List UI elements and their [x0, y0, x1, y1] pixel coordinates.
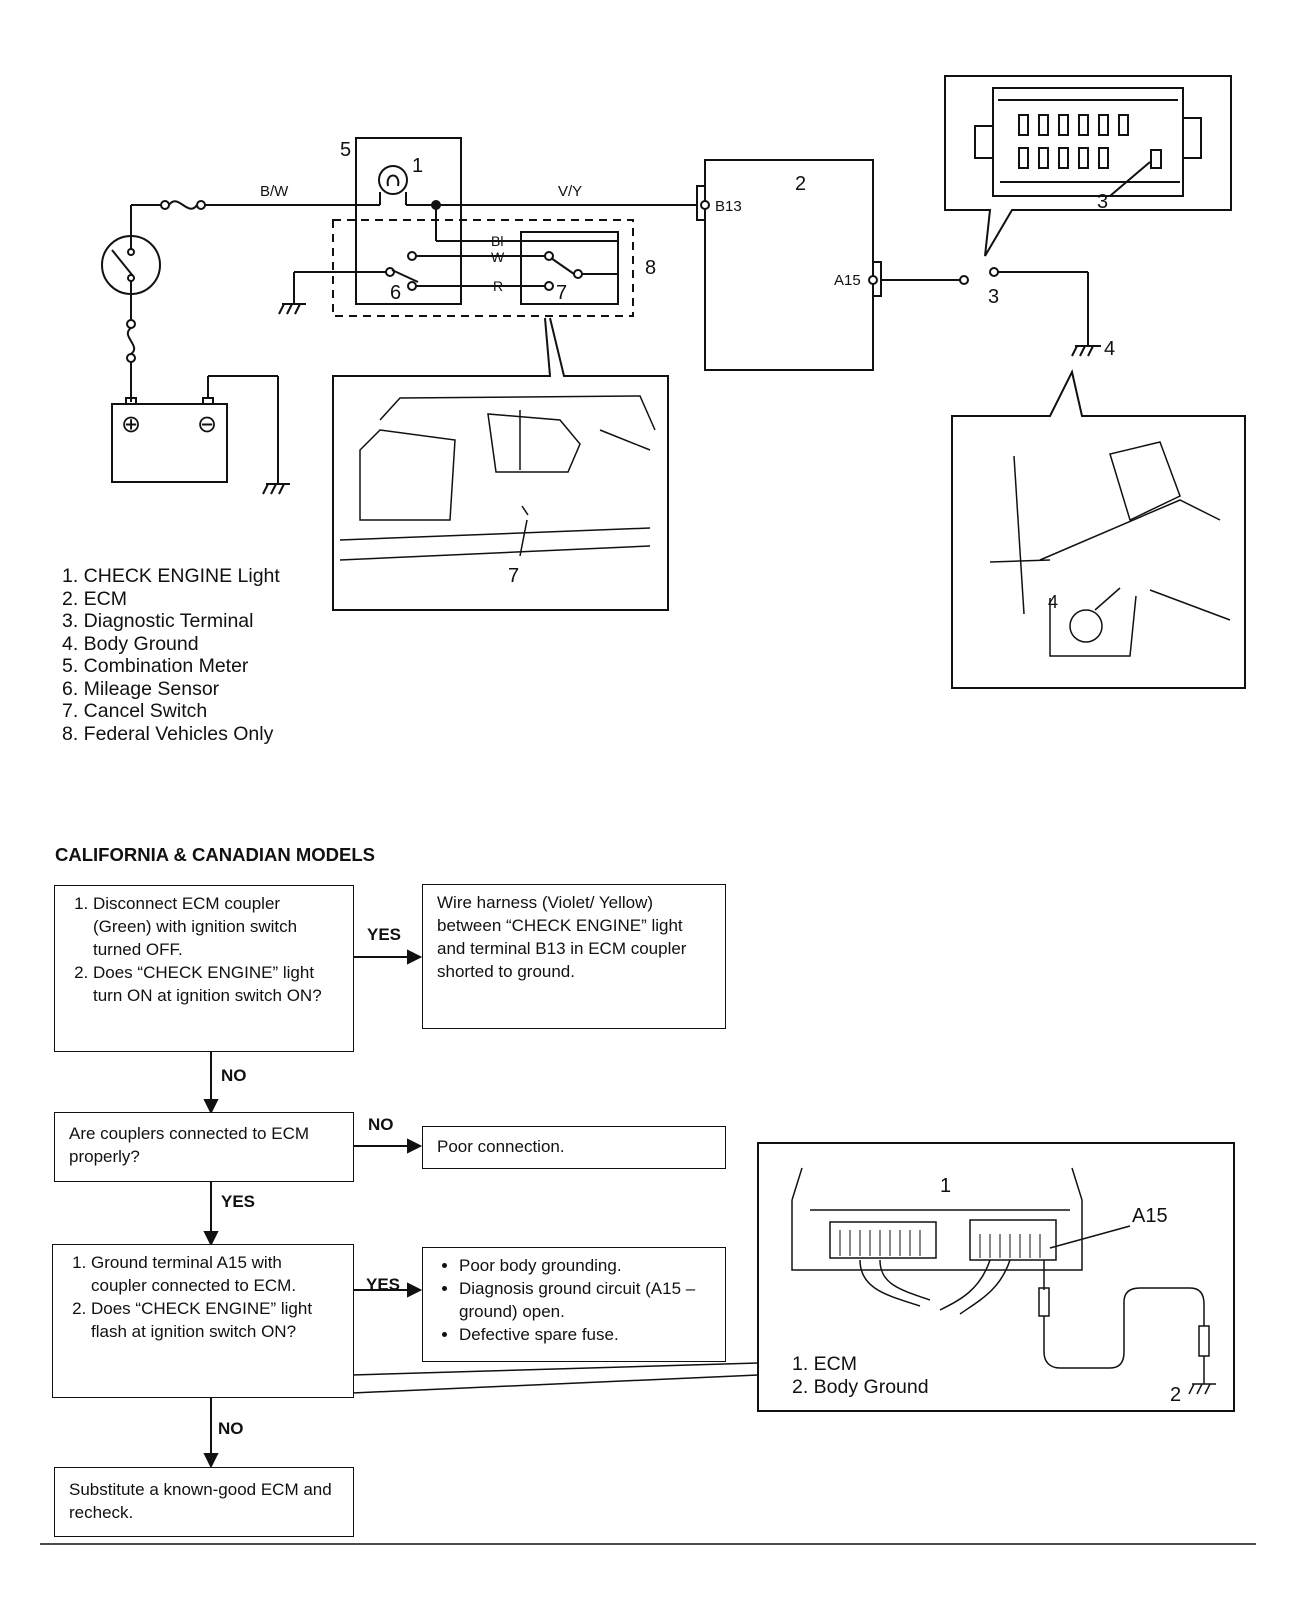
- federal-only-region: [332, 219, 634, 317]
- check-engine-light-icon: [378, 165, 408, 205]
- fuse-box-icon: [974, 87, 1202, 197]
- inset-n1: 1: [940, 1175, 951, 1197]
- label-bl: Bl: [491, 233, 503, 249]
- inset-n2: 2: [1170, 1384, 1181, 1406]
- section-title: CALIFORNIA & CANADIAN MODELS: [55, 844, 375, 865]
- flow-label-no-3: NO: [218, 1419, 244, 1438]
- body-ground-sketch-icon: [989, 441, 1231, 657]
- ecm-box: [704, 159, 874, 371]
- flow-step-3: Ground terminal A15 with coupler connect…: [52, 1244, 354, 1398]
- flow-label-no-1: NO: [221, 1066, 247, 1085]
- inset-legend-item: 2. Body Ground: [792, 1376, 929, 1398]
- ecm-inset: [757, 1142, 1235, 1412]
- label-a15: A15: [834, 272, 861, 289]
- legend-item: 6. Mileage Sensor: [62, 677, 220, 700]
- flow-step-1-item: Disconnect ECM coupler (Green) with igni…: [93, 892, 339, 961]
- flow-result-3-item: Defective spare fuse.: [459, 1323, 711, 1346]
- flow-label-no-2: NO: [368, 1115, 394, 1134]
- flow-step-4-text: Substitute a known-good ECM and recheck.: [69, 1480, 332, 1522]
- label-b13: B13: [715, 198, 742, 215]
- flow-step-3-item: Ground terminal A15 with coupler connect…: [91, 1251, 339, 1297]
- battery-minus-label: ⊖: [197, 411, 217, 438]
- legend-item: 5. Combination Meter: [62, 655, 249, 677]
- label-n7-callout: 7: [508, 565, 519, 587]
- label-n5: 5: [340, 139, 351, 161]
- flow-step-1: Disconnect ECM coupler (Green) with igni…: [54, 885, 354, 1052]
- label-n4: 4: [1104, 338, 1115, 360]
- inset-a15: A15: [1132, 1205, 1168, 1227]
- label-r: R: [493, 278, 503, 294]
- main-fuse-icon: [126, 319, 136, 363]
- flow-step-1-item: Does “CHECK ENGINE” light turn ON at ign…: [93, 961, 339, 1007]
- legend-item: 7. Cancel Switch: [62, 700, 208, 722]
- ignition-switch-icon: [101, 205, 161, 320]
- flow-label-yes-1: YES: [367, 925, 402, 944]
- label-n2: 2: [795, 173, 806, 195]
- legend-item: 2. ECM: [62, 587, 128, 610]
- label-w: W: [491, 249, 505, 265]
- flow-label-yes-2: YES: [221, 1192, 256, 1211]
- flow-step-4: Substitute a known-good ECM and recheck.: [54, 1467, 354, 1537]
- flow-step-2-text: Are couplers connected to ECM properly?: [69, 1124, 310, 1166]
- label-vy: V/Y: [558, 183, 582, 200]
- label-n7: 7: [556, 282, 567, 304]
- dashboard-sketch-icon: [339, 395, 656, 561]
- flow-step-3-item: Does “CHECK ENGINE” light flash at ignit…: [91, 1297, 339, 1343]
- battery-icon: [111, 375, 279, 484]
- ecm-connector-sketch-icon: [791, 1167, 1216, 1395]
- flow-result-2-text: Poor connection.: [437, 1137, 565, 1156]
- inset-legend-item: 1. ECM: [792, 1353, 858, 1375]
- label-bw: B/W: [260, 183, 289, 200]
- legend-item: 1. CHECK ENGINE Light: [62, 565, 280, 587]
- flow-result-3-yes: Poor body grounding. Diagnosis ground ci…: [422, 1247, 726, 1362]
- flow-result-3-item: Poor body grounding.: [459, 1254, 711, 1277]
- flow-result-1-text: Wire harness (Violet/ Yellow) between “C…: [437, 893, 687, 981]
- ground-icon: [262, 483, 290, 495]
- flow-result-1-yes: Wire harness (Violet/ Yellow) between “C…: [422, 884, 726, 1029]
- legend-item: 8. Federal Vehicles Only: [62, 722, 274, 745]
- inset-legend: 1. ECM 2. Body Ground: [792, 1353, 929, 1399]
- flow-result-2-no: Poor connection.: [422, 1126, 726, 1169]
- fuse-icon: [160, 200, 206, 210]
- legend-item: 3. Diagnostic Terminal: [62, 610, 254, 632]
- label-n3-callout: 3: [1097, 191, 1108, 213]
- flow-result-3-item: Diagnosis ground circuit (A15 – ground) …: [459, 1277, 711, 1323]
- label-n4-callout: 4: [1048, 592, 1058, 612]
- cancel-switch-box: [520, 231, 619, 305]
- label-n6: 6: [390, 282, 401, 304]
- wiring-legend: 1. CHECK ENGINE Light 2. ECM 3. Diagnost…: [62, 565, 280, 745]
- battery-plus-label: ⊕: [121, 411, 141, 438]
- flow-step-2: Are couplers connected to ECM properly?: [54, 1112, 354, 1182]
- label-n8: 8: [645, 257, 656, 279]
- flow-label-yes-3: YES: [366, 1275, 401, 1294]
- label-n3-term: 3: [988, 286, 999, 308]
- label-n1: 1: [412, 155, 423, 177]
- legend-item: 4. Body Ground: [62, 632, 199, 655]
